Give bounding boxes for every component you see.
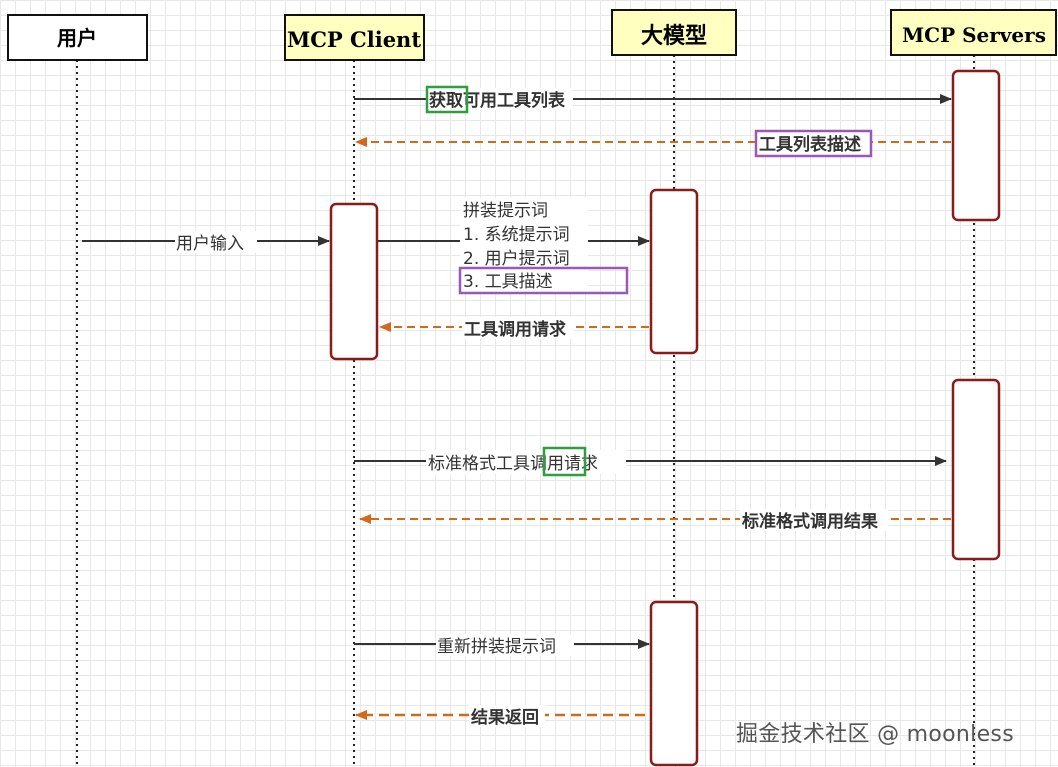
activation-client-1: [329, 202, 379, 361]
watermark: 掘金技术社区 @ moonless: [736, 722, 1014, 747]
label-result-return: 结果返回: [471, 707, 539, 728]
actor-servers: MCP Servers: [890, 9, 1057, 56]
label-reassemble: 重新拼装提示词: [437, 637, 556, 657]
activation-llm-2: [649, 600, 699, 767]
highlight-tool-desc-purple: [458, 266, 629, 295]
actor-client: MCP Client: [284, 14, 425, 61]
actor-user: 用户: [7, 14, 148, 61]
highlight-tools-desc-purple: [754, 129, 873, 158]
activation-servers-2: [951, 378, 1001, 561]
label-std-result: 标准格式调用结果: [742, 511, 878, 532]
actor-servers-label: MCP Servers: [902, 23, 1046, 47]
label-prompt-item3: 3. 工具描述: [463, 272, 553, 292]
highlight-get-green: [425, 85, 469, 114]
label-prompt-item1: 1. 系统提示词: [463, 225, 570, 245]
actor-client-label: MCP Client: [287, 27, 421, 52]
activation-llm-1: [649, 188, 699, 355]
highlight-call-green: [542, 446, 587, 477]
activation-servers-1: [951, 69, 1001, 222]
label-tools-desc: 工具列表描述: [759, 134, 861, 155]
label-std-call: 标准格式工具调用请求: [428, 454, 598, 474]
actor-user-label: 用户: [57, 26, 97, 50]
actor-llm: 大模型: [611, 9, 737, 56]
label-tool-call-request: 工具调用请求: [464, 319, 566, 340]
label-prompt-item2: 2. 用户提示词: [463, 249, 570, 269]
actor-llm-label: 大模型: [641, 23, 707, 49]
label-get-tools: 获取可用工具列表: [429, 90, 566, 111]
label-prompt-title: 拼装提示词: [463, 201, 548, 221]
label-user-input: 用户输入: [176, 234, 244, 254]
